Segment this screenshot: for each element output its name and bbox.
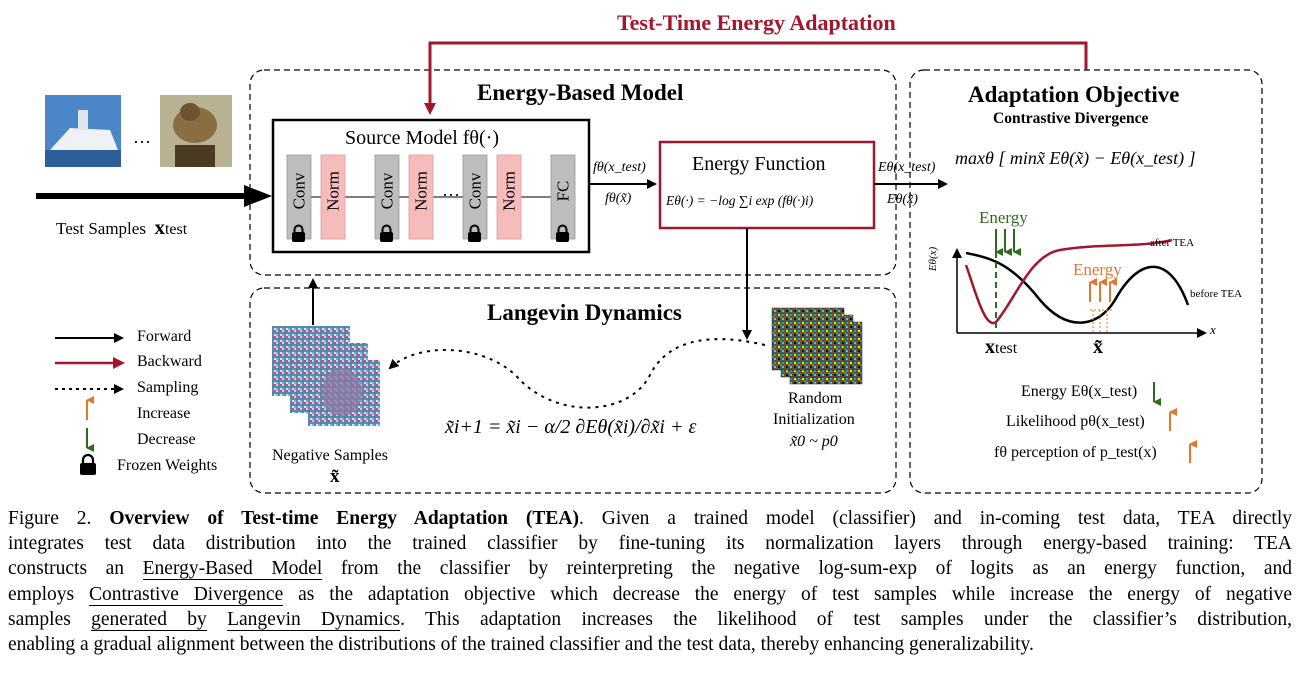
random-init-label-1: Random — [788, 390, 843, 407]
layer-norm-1 — [320, 154, 346, 240]
curve-before-tea — [965, 251, 1190, 324]
random-init-images — [771, 307, 863, 385]
layer-label-4: Conv — [466, 172, 485, 209]
ebm-title: Energy-Based Model — [477, 80, 684, 105]
legend-graphics — [55, 333, 125, 475]
energy-plot — [952, 229, 1207, 338]
objective-title: Adaptation Objective — [968, 82, 1180, 107]
legend-forward: Forward — [137, 328, 192, 345]
layer-ellipsis: … — [442, 180, 460, 200]
layer-norm-5 — [496, 154, 522, 240]
caption-line-1: Figure 2. Overview of Test-time Energy A… — [8, 508, 1292, 529]
layer-label-2: Conv — [378, 172, 397, 209]
lock-icon — [468, 224, 481, 242]
layer-label-0: Conv — [290, 172, 309, 209]
plot-xtilde-label: x̃ — [1093, 336, 1103, 358]
legend-sampling: Sampling — [137, 379, 199, 396]
test-samples-label: Test Samples xtest — [56, 215, 188, 239]
figure-caption: Figure 2. Overview of Test-time Energy A… — [8, 506, 1292, 657]
legend-decrease: Decrease — [137, 431, 196, 448]
legend-frozen: Frozen Weights — [117, 457, 218, 474]
caption-line-5: samples generated by Langevin Dynamics. … — [8, 608, 1292, 631]
energy-function-box — [658, 140, 876, 230]
effect-likelihood: Likelihood pθ(x_test) — [1006, 413, 1145, 430]
random-init-label-2: Initialization — [773, 411, 855, 428]
layer-label-6: FC — [554, 181, 573, 202]
lock-icon — [292, 224, 305, 242]
langevin-title: Langevin Dynamics — [487, 300, 682, 325]
layer-label-5: Norm — [500, 171, 519, 211]
layer-label-3: Norm — [412, 171, 431, 211]
tea-backward-arrow — [424, 41, 1088, 115]
axis-y-label: Eθ(x) — [927, 246, 940, 272]
e-xtest-label: Eθ(x_test) — [878, 160, 936, 175]
random-init-label-3: x̃0 ~ p0 — [790, 433, 838, 450]
langevin-formula: x̃i+1 = x̃i − α/2 ∂Eθ(x̃i)/∂x̃i + ε — [445, 416, 697, 438]
caption-line-2: integrates test data distribution into t… — [8, 533, 1292, 555]
axis-x-label: x — [1210, 322, 1216, 337]
legend-increase: Increase — [137, 405, 191, 422]
caption-line-6: enabling a gradual alignment between the… — [8, 634, 1034, 656]
negative-samples-label: Negative Samples — [272, 447, 388, 464]
e-xtilde-label: Eθ(x̃) — [887, 192, 918, 207]
objective-subtitle: Contrastive Divergence — [993, 110, 1149, 127]
source-model-label: Source Model fθ(·) — [345, 127, 499, 149]
caption-line-4: employs Contrastive Divergence as the ad… — [8, 583, 1293, 606]
effect-energy: Energy Eθ(x_test) — [1021, 383, 1138, 400]
figure-diagram: … Conv Norm Conv Norm Conv Norm FC — [36, 41, 1263, 494]
f-xtest-label: fθ(x_test) — [593, 160, 646, 175]
energy-formula: Eθ(·) = −log ∑i exp (fθ(·)i) — [666, 193, 814, 208]
lock-icon — [380, 224, 393, 242]
effect-perception: fθ perception of p_test(x) — [994, 444, 1157, 461]
lock-icon — [556, 224, 569, 242]
plot-xtest-label: xtest — [985, 336, 1018, 358]
negative-sample-images — [272, 326, 380, 426]
layer-label-1: Norm — [324, 171, 343, 211]
energy-function-title: Energy Function — [692, 153, 826, 175]
caption-line-3: constructs an Energy-Based Model from th… — [8, 558, 1292, 581]
layer-norm-3 — [408, 154, 434, 240]
legend-backward: Backward — [137, 353, 202, 370]
svg-text:…: … — [133, 127, 151, 147]
after-tea-label: after TEA — [1150, 237, 1195, 249]
f-xtilde-label: fθ(x̃) — [605, 191, 632, 206]
layer-stack: Conv Norm Conv Norm Conv Norm FC — [286, 154, 576, 242]
negative-samples-symbol: x̃ — [330, 466, 340, 487]
lock-icon — [80, 453, 96, 475]
curve-after-tea — [964, 238, 1173, 325]
test-sample-images: … — [45, 95, 232, 167]
before-tea-label: before TEA — [1190, 288, 1243, 300]
objective-formula: maxθ [ minx̃ Eθ(x̃) − Eθ(x_test) ] — [955, 148, 1196, 168]
energy-decrease-label: Energy — [979, 208, 1028, 227]
tea-title: Test-Time Energy Adaptation — [617, 10, 896, 35]
energy-increase-label: Energy — [1073, 260, 1122, 279]
sampling-curve — [388, 338, 766, 409]
